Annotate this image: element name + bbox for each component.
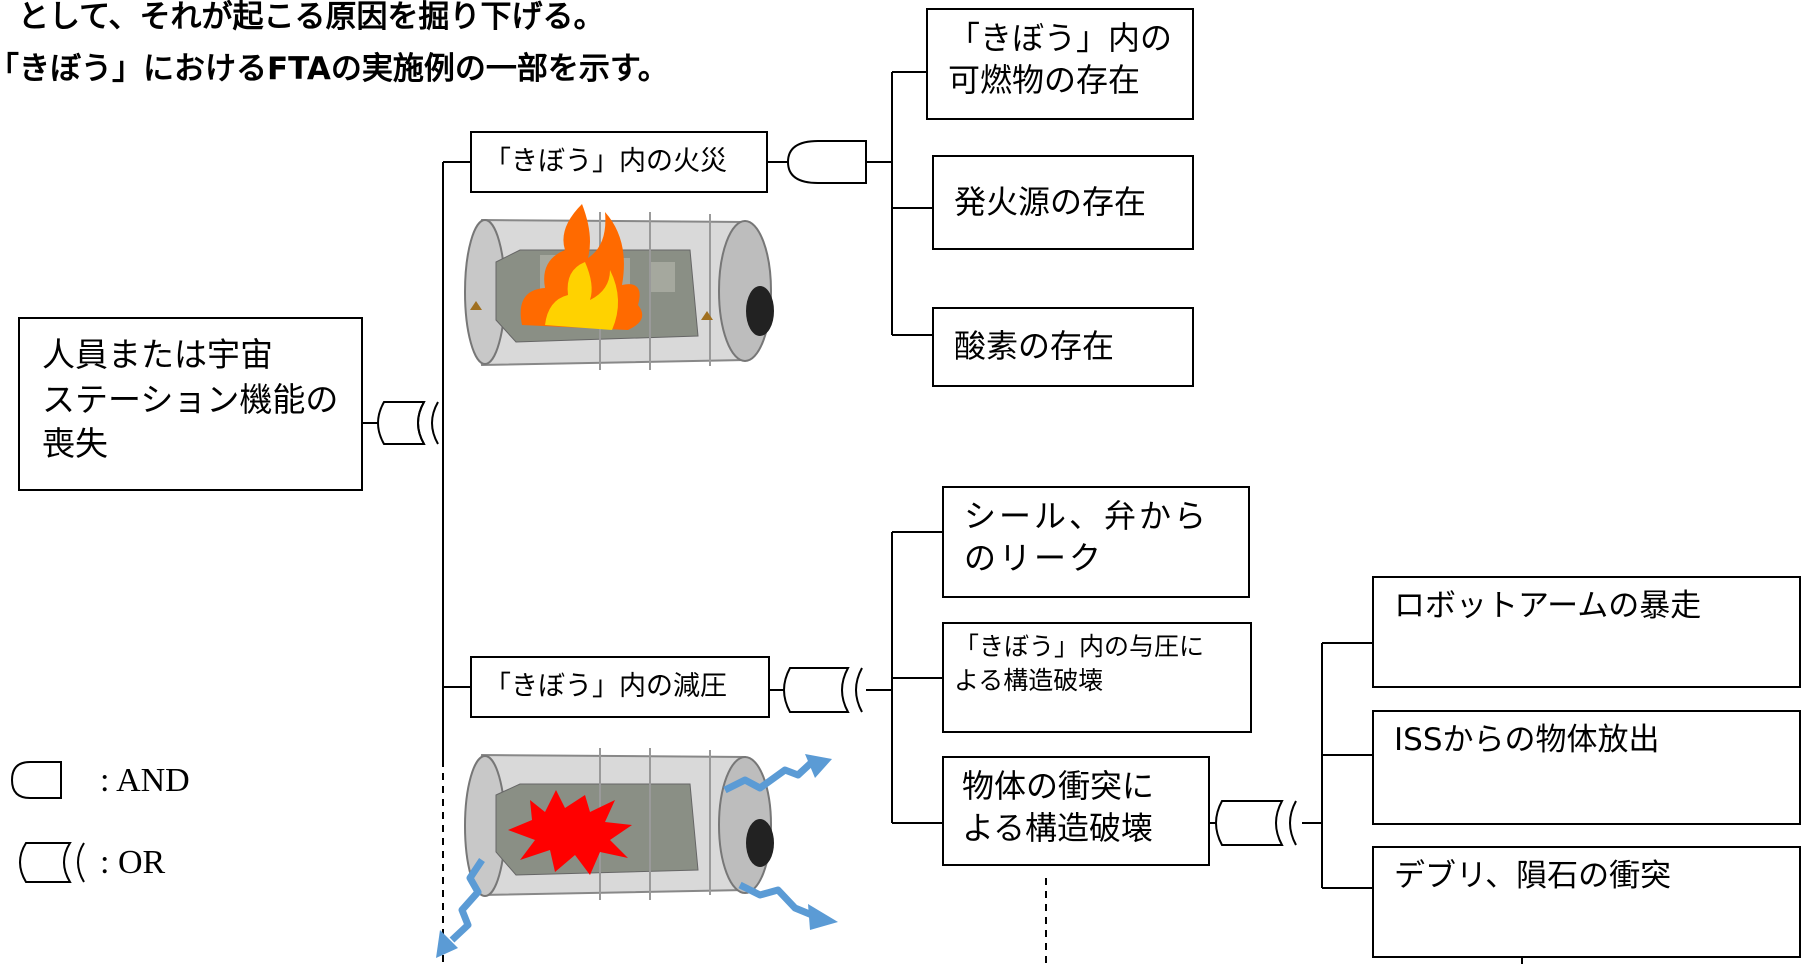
cause-debris-meteoroid-impact-box: デブリ、隕石の衝突 xyxy=(1372,846,1801,958)
cause-pressure-structural-failure-box: 「きぼう」内の与圧に よる構造破壊 xyxy=(942,622,1252,733)
cause-oxygen-box: 酸素の存在 xyxy=(932,307,1194,387)
cause-ignition-source-box: 発火源の存在 xyxy=(932,155,1194,250)
legend-and-symbol xyxy=(10,761,62,799)
cause-seal-valve-leak-box: シール、弁から のリーク xyxy=(942,486,1250,598)
kibo-module-decompression-illustration xyxy=(436,748,838,958)
or-gate-collision xyxy=(1215,800,1297,846)
or-gate-root xyxy=(377,401,439,445)
legend-or-label: : OR xyxy=(100,844,166,881)
event-fire-box: 「きぼう」内の火災 xyxy=(470,131,768,193)
and-gate-fire xyxy=(786,140,867,184)
top-event-box: 人員または宇宙 ステーション機能の 喪失 xyxy=(18,317,363,491)
cause-iss-object-release-box: ISSからの物体放出 xyxy=(1372,710,1801,825)
cause-combustibles-box: 「きぼう」内の 可燃物の存在 xyxy=(926,8,1194,120)
cause-collision-structural-failure-box: 物体の衝突に よる構造破壊 xyxy=(942,756,1210,866)
intro-line-1: として、それが起こる原因を掘り下げる。 xyxy=(18,0,605,35)
intro-line-2: 「きぼう」におけるFTAの実施例の一部を示す。 xyxy=(0,51,669,87)
event-decompression-box: 「きぼう」内の減圧 xyxy=(470,656,770,718)
kibo-module-fire-illustration xyxy=(464,204,774,370)
or-gate-decompression xyxy=(783,667,863,713)
legend-or-symbol xyxy=(19,842,85,883)
cause-robot-arm-runaway-box: ロボットアームの暴走 xyxy=(1372,576,1801,688)
legend-and-label: : AND xyxy=(100,762,190,799)
